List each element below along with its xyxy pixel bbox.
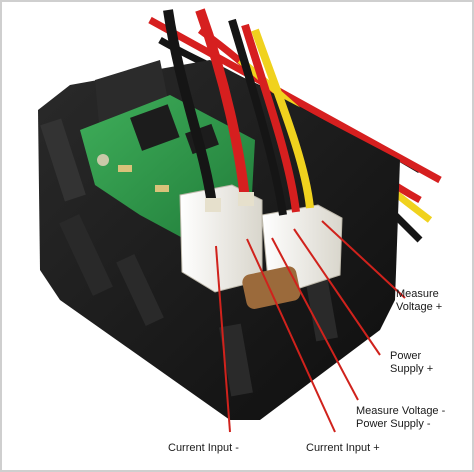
connectors xyxy=(179,184,343,309)
label-current-input-minus: Current Input - xyxy=(168,442,239,454)
pointer-measure-voltage-plus xyxy=(321,220,406,299)
screw-hole xyxy=(97,154,109,166)
label-line: Measure xyxy=(396,288,439,300)
label-line: Measure Voltage - xyxy=(356,405,446,417)
label-power-supply-plus: Power Supply + xyxy=(390,350,433,376)
wire-red-current-plus xyxy=(195,8,250,201)
wire-red-power-plus xyxy=(241,23,300,213)
wire-black-voltage-minus xyxy=(228,18,287,216)
wires-into-connectors xyxy=(163,8,314,216)
label-line: Supply + xyxy=(390,363,434,375)
smd-component xyxy=(155,185,169,192)
shunt-coil xyxy=(242,266,301,309)
label-measure-voltage-minus-power-supply-minus: Measure Voltage - Power Supply - xyxy=(356,405,445,431)
smd-component xyxy=(118,165,132,172)
pointer-power-supply-plus xyxy=(293,228,381,356)
wire-yellow-measure-plus xyxy=(251,28,314,209)
wire-black-current-minus xyxy=(163,9,217,206)
chip-main xyxy=(130,104,180,151)
annotation-pointers xyxy=(215,220,406,433)
pointer-measure-voltage-minus xyxy=(271,237,359,401)
ferrule xyxy=(205,198,221,212)
label-line: Power xyxy=(390,350,422,362)
label-measure-voltage-plus: Measure Voltage + xyxy=(396,288,442,314)
label-line: Voltage + xyxy=(396,301,443,313)
pointer-current-input-minus xyxy=(215,245,231,433)
label-current-input-plus: Current Input + xyxy=(306,442,380,454)
label-line: Power Supply - xyxy=(356,418,431,430)
pointer-current-input-plus xyxy=(246,238,336,433)
ferrule xyxy=(238,192,254,206)
